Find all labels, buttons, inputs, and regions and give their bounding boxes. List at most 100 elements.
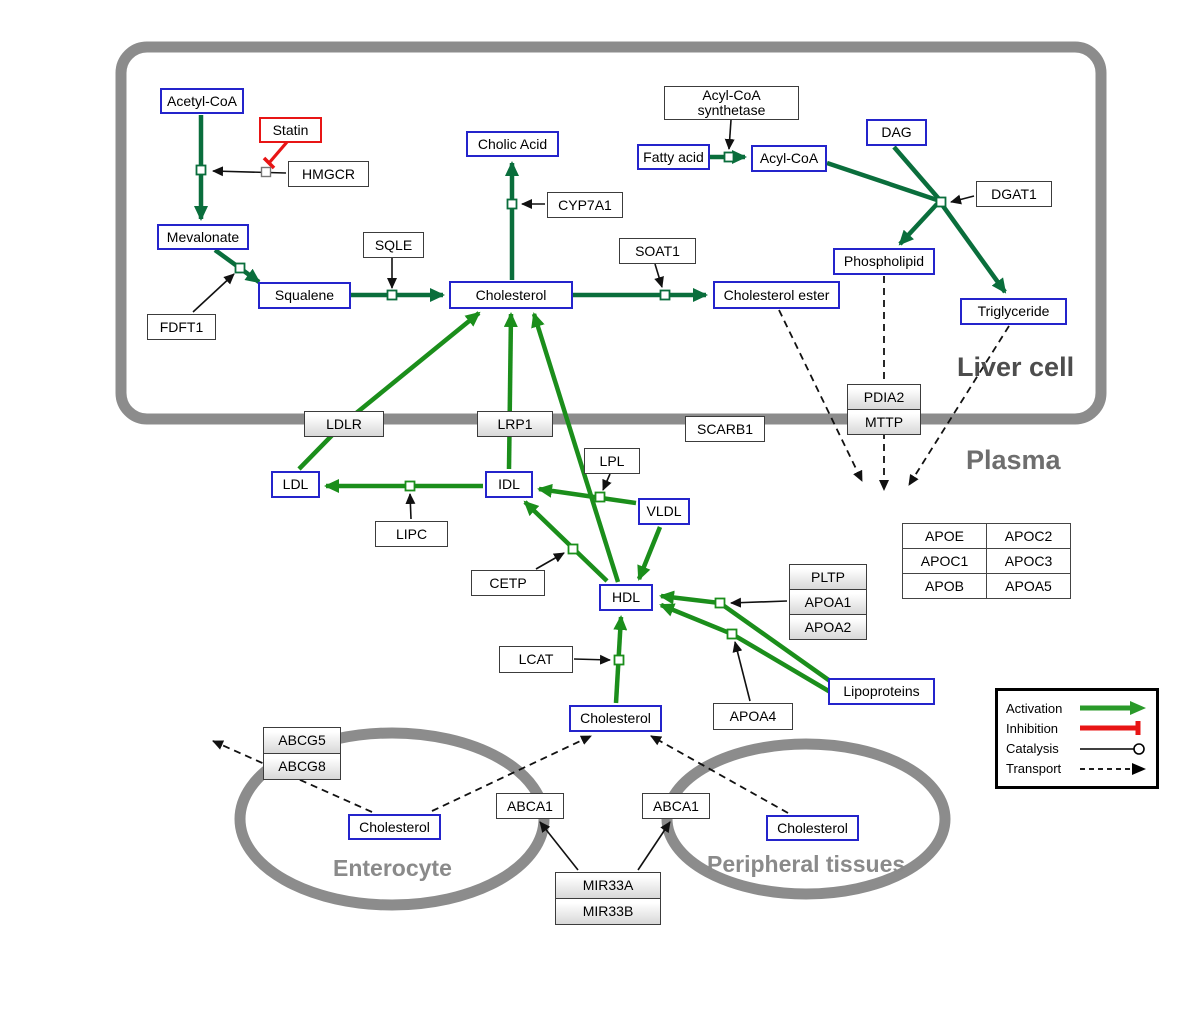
- inhibition-line: [267, 140, 289, 165]
- edge-lipc-catalysis: [405, 493, 416, 520]
- node-squalene[interactable]: Squalene: [258, 282, 351, 309]
- legend-row-transport: Transport: [1006, 759, 1148, 779]
- reaction-node: [935, 196, 947, 208]
- node-vldl[interactable]: VLDL: [638, 498, 690, 525]
- reaction-node: [723, 151, 735, 163]
- node-soat1[interactable]: SOAT1: [619, 238, 696, 264]
- edge-pltp-apoa-catalysis: [730, 597, 788, 608]
- node-mir33b[interactable]: MIR33B: [555, 898, 661, 925]
- node-fdft1[interactable]: FDFT1: [147, 314, 216, 340]
- legend: Activation Inhibition Catalysis Transpor…: [995, 688, 1159, 789]
- apo-cell[interactable]: APOC3: [986, 548, 1070, 573]
- node-acyl-coa[interactable]: Acyl-CoA: [751, 145, 827, 172]
- apo-cell[interactable]: APOA5: [986, 573, 1070, 598]
- node-lipoproteins[interactable]: Lipoproteins: [828, 678, 935, 705]
- node-cholic-acid[interactable]: Cholic Acid: [466, 131, 559, 157]
- inhibition-tbar-icon: [262, 156, 276, 170]
- node-cholesterol-enterocyte[interactable]: Cholesterol: [348, 814, 441, 840]
- node-abca1-enterocyte[interactable]: ABCA1: [496, 793, 564, 819]
- edge-mir33-abca1-left: [539, 821, 579, 871]
- legend-row-inhibition: Inhibition: [1006, 718, 1148, 738]
- reaction-node: [594, 491, 606, 503]
- reaction-node: [195, 164, 207, 176]
- reaction-node: [234, 262, 246, 274]
- transport-dashed-arrow-icon: [1080, 762, 1146, 775]
- edge-hmgcr-catalysis: [212, 166, 287, 177]
- node-dag[interactable]: DAG: [866, 119, 927, 146]
- node-apoa4[interactable]: APOA4: [713, 703, 793, 730]
- node-dgat1[interactable]: DGAT1: [976, 181, 1052, 207]
- node-cetp[interactable]: CETP: [471, 570, 545, 596]
- node-pltp[interactable]: PLTP: [789, 564, 867, 590]
- node-apoa1[interactable]: APOA1: [789, 589, 867, 615]
- activation-arrow-icon: [1080, 701, 1146, 715]
- node-lcat[interactable]: LCAT: [499, 646, 573, 673]
- edge-soat1-catalysis: [654, 263, 664, 288]
- statin-inhibition: [262, 140, 289, 170]
- node-lpl[interactable]: LPL: [584, 448, 640, 474]
- node-cholesterol-peripheral[interactable]: Cholesterol: [766, 815, 859, 841]
- node-fatty-acid[interactable]: Fatty acid: [637, 144, 710, 170]
- legend-catalysis-label: Catalysis: [1006, 741, 1059, 757]
- node-lipc[interactable]: LIPC: [375, 521, 448, 547]
- node-cholesterol-plasma[interactable]: Cholesterol: [569, 705, 662, 732]
- enterocyte-label: Enterocyte: [333, 855, 452, 881]
- edge-triglyceride-plasma: [908, 325, 1010, 486]
- node-mttp[interactable]: MTTP: [847, 409, 921, 435]
- edge-mir33-abca1-right: [637, 821, 671, 871]
- node-cyp7a1[interactable]: CYP7A1: [547, 192, 623, 218]
- node-ldl[interactable]: LDL: [271, 471, 320, 498]
- node-abca1-peripheral[interactable]: ABCA1: [642, 793, 710, 819]
- node-mevalonate[interactable]: Mevalonate: [157, 224, 249, 250]
- legend-row-activation: Activation: [1006, 698, 1148, 718]
- edge-ldl-ldlr-cholesterol: [297, 311, 481, 471]
- lipoprotein-edges: [297, 311, 834, 704]
- node-hdl[interactable]: HDL: [599, 584, 653, 611]
- catalysis-edges: [192, 119, 975, 871]
- reaction-nodes: [195, 151, 947, 666]
- node-sqle[interactable]: SQLE: [363, 232, 424, 258]
- apo-cell[interactable]: APOC2: [986, 523, 1070, 548]
- node-apoa2[interactable]: APOA2: [789, 614, 867, 640]
- edge-cholesterolester-plasma: [778, 309, 863, 482]
- node-triglyceride[interactable]: Triglyceride: [960, 298, 1067, 325]
- apo-cell[interactable]: APOC1: [902, 548, 986, 573]
- edge-idl-lrp1-cholesterol: [503, 312, 518, 470]
- plasma-label: Plasma: [966, 445, 1061, 475]
- liver-cell-membrane: [115, 41, 1107, 425]
- node-abcg8[interactable]: ABCG8: [263, 753, 341, 780]
- node-abcg5[interactable]: ABCG5: [263, 727, 341, 754]
- liver-cell-label: Liver cell: [957, 352, 1075, 382]
- node-lrp1[interactable]: LRP1: [477, 411, 553, 437]
- reaction-node: [506, 198, 518, 210]
- edge-apoa4-catalysis: [732, 641, 751, 702]
- node-hmgcr[interactable]: HMGCR: [288, 161, 369, 187]
- node-acetyl-coa[interactable]: Acetyl-CoA: [160, 88, 244, 114]
- peripheral-tissues-membrane: [661, 738, 951, 900]
- edge-hdl-idl: [523, 500, 609, 583]
- node-ldlr[interactable]: LDLR: [304, 411, 384, 437]
- node-mir33a[interactable]: MIR33A: [555, 872, 661, 899]
- node-cholesterol-ester[interactable]: Cholesterol ester: [713, 281, 840, 309]
- edge-lcat-catalysis: [573, 654, 611, 665]
- apo-cell[interactable]: APOE: [902, 523, 986, 548]
- node-phospholipid[interactable]: Phospholipid: [833, 248, 935, 275]
- edge-acs-catalysis: [724, 119, 735, 150]
- acs-line1: Acyl-CoA: [702, 87, 761, 104]
- edge-enterocyte-cholesterol-plasma: [431, 735, 592, 812]
- enterocyte-membrane: [234, 727, 550, 911]
- node-statin[interactable]: Statin: [259, 117, 322, 143]
- apolipoprotein-table: APOE APOC2 APOC1 APOC3 APOB APOA5: [902, 523, 1071, 599]
- reaction-node: [726, 628, 738, 640]
- reaction-node: [567, 543, 579, 555]
- reaction-node: [404, 480, 416, 492]
- apo-cell[interactable]: APOB: [902, 573, 986, 598]
- node-pdia2[interactable]: PDIA2: [847, 384, 921, 410]
- node-acyl-coa-synthetase[interactable]: Acyl-CoA synthetase: [664, 86, 799, 120]
- node-idl[interactable]: IDL: [485, 471, 533, 498]
- node-scarb1[interactable]: SCARB1: [685, 416, 765, 442]
- node-cholesterol-liver[interactable]: Cholesterol: [449, 281, 573, 309]
- edge-dgat1-triglyceride: [941, 204, 1007, 294]
- edge-acylcoa-dgat1: [826, 160, 941, 204]
